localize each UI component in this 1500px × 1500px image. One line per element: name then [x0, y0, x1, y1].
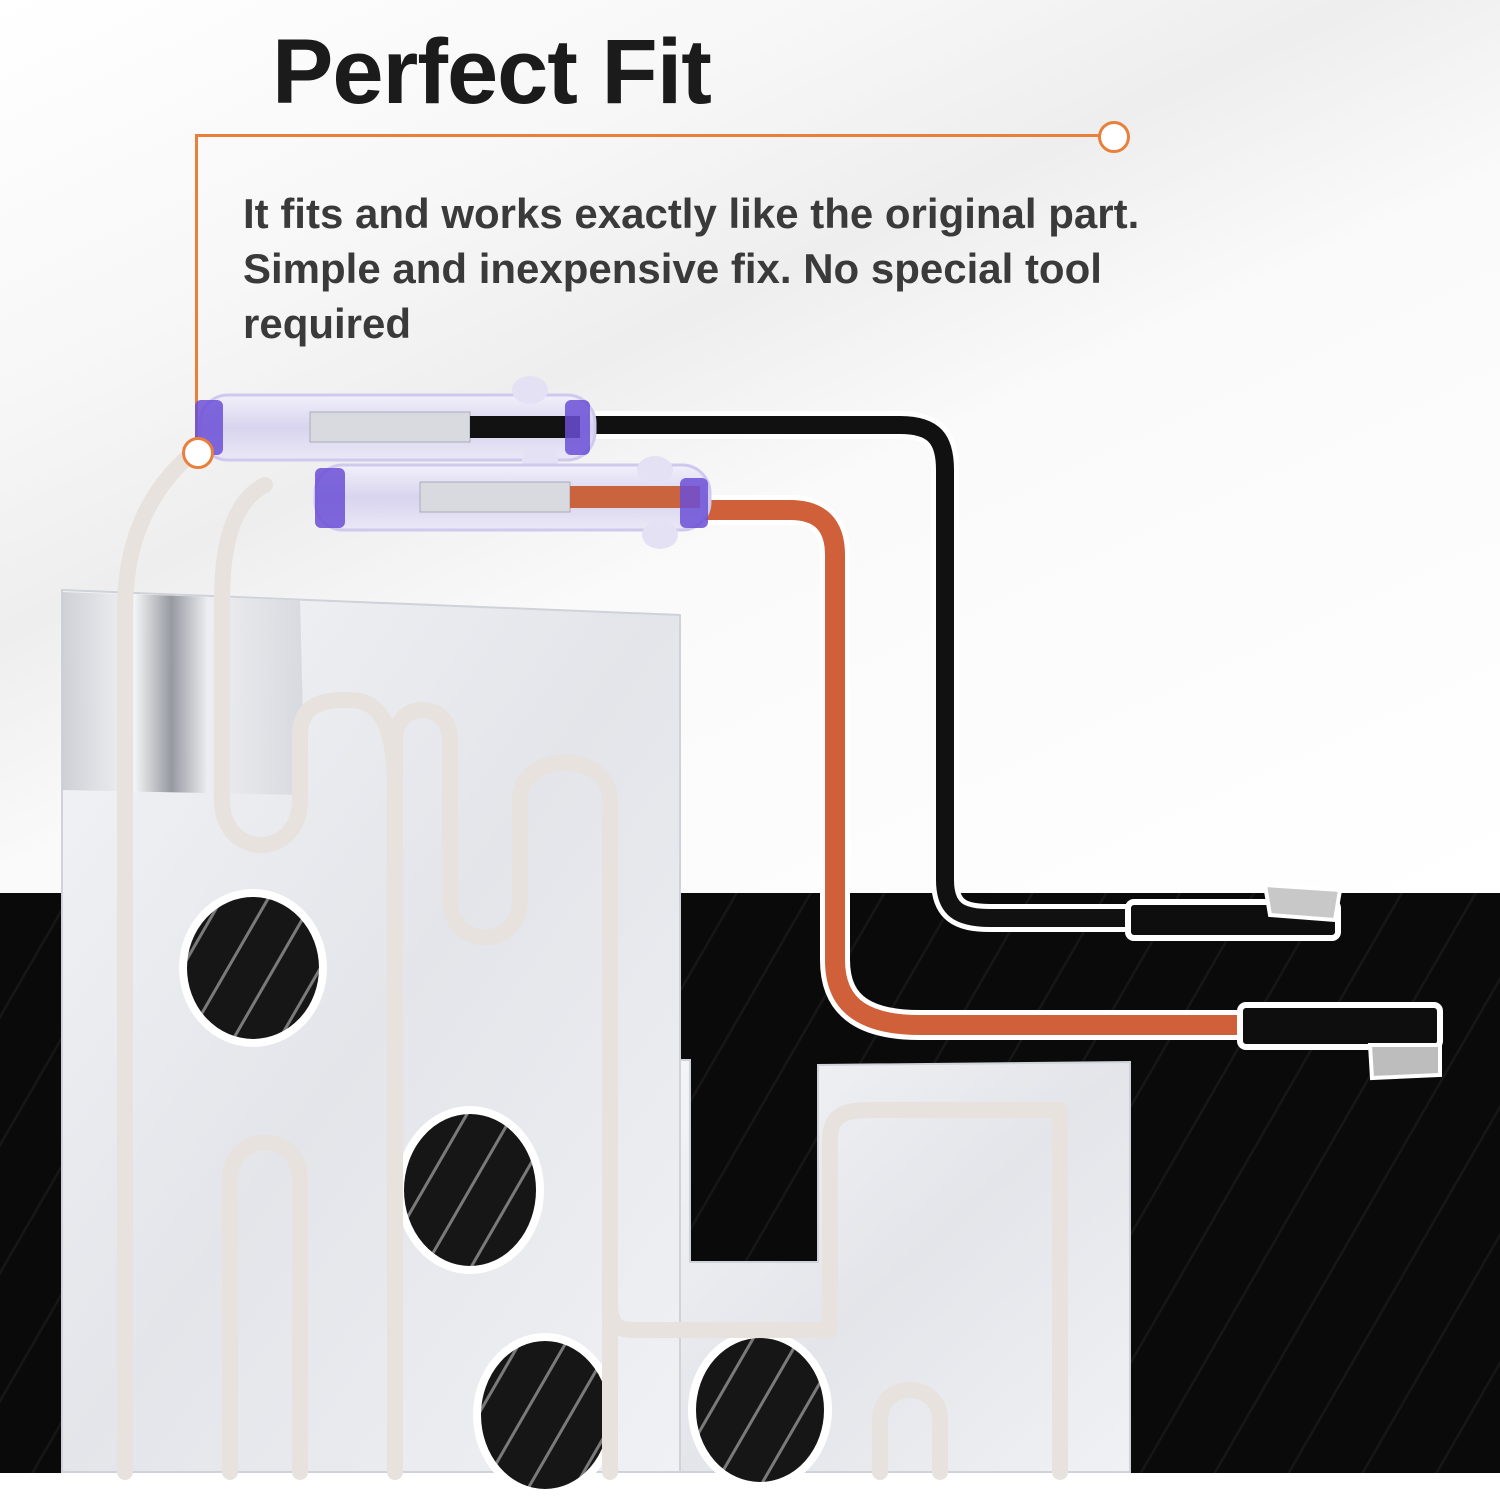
callout-dot-icon: [1098, 121, 1130, 153]
callout-line-horizontal: [195, 134, 1101, 137]
callout-line-vertical: [195, 134, 198, 440]
headline: Perfect Fit: [272, 21, 712, 123]
plate-holes: [179, 889, 832, 1497]
description: It fits and works exactly like the origi…: [243, 190, 1140, 347]
thermal-fuse-lower: [313, 456, 712, 549]
callout-anchor-dot-icon: [182, 437, 214, 469]
thermal-fuse-upper: [195, 376, 597, 474]
heating-wire: [117, 447, 1068, 1480]
